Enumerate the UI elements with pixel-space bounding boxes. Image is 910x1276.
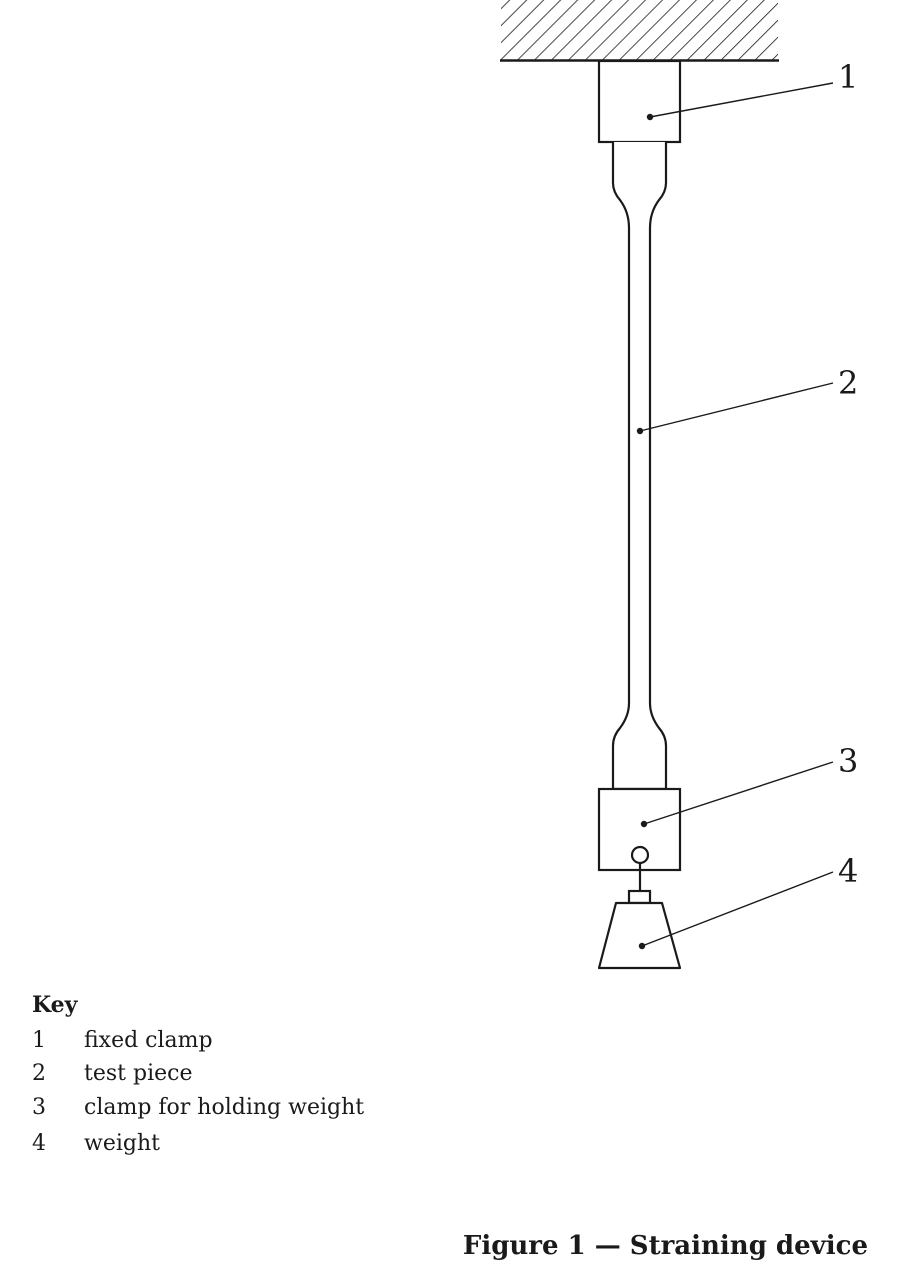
key-item-number: 2 xyxy=(32,1061,46,1086)
straining-device-diagram: 1 2 3 4 xyxy=(500,0,858,970)
key-title: Key xyxy=(32,992,78,1018)
leader-line-1 xyxy=(646,82,834,121)
weight xyxy=(597,901,682,970)
weight-handle xyxy=(627,889,652,905)
test-piece xyxy=(611,142,668,791)
callout-3: 3 xyxy=(838,742,858,780)
key-item-label: fixed clamp xyxy=(84,1028,213,1053)
key-item-number: 4 xyxy=(32,1131,46,1156)
callout-2: 2 xyxy=(838,364,858,402)
key-item: 2 test piece xyxy=(32,1057,532,1090)
callout-1: 1 xyxy=(838,58,858,96)
fixed-clamp xyxy=(597,59,682,144)
leader-line-2 xyxy=(636,382,834,435)
key-item: 4 weight xyxy=(32,1126,532,1162)
key-item: 1 fixed clamp xyxy=(32,1024,532,1057)
leader-line-4 xyxy=(638,871,834,950)
key-item-label: weight xyxy=(84,1131,160,1156)
key-item: 3 clamp for holding weight xyxy=(32,1090,532,1126)
key-item-number: 3 xyxy=(32,1095,46,1120)
hook-ring xyxy=(630,845,650,865)
callout-4: 4 xyxy=(838,852,858,890)
ceiling-support xyxy=(500,0,779,62)
key-legend: Key 1 fixed clamp 2 test piece 3 clamp f… xyxy=(32,990,532,1162)
key-item-number: 1 xyxy=(32,1028,46,1053)
leader-line-3 xyxy=(640,761,834,828)
figure-caption: Figure 1 — Straining device xyxy=(462,1231,868,1261)
key-item-label: test piece xyxy=(84,1061,193,1086)
key-item-label: clamp for holding weight xyxy=(84,1095,365,1120)
